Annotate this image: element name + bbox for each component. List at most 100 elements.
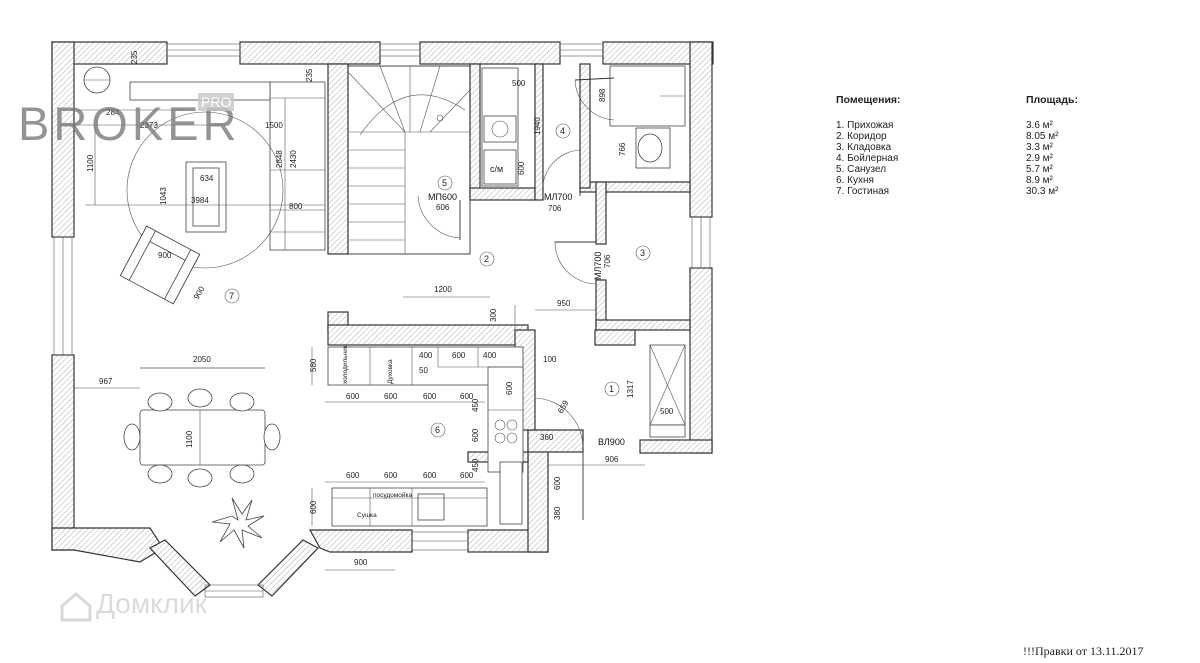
room-marker-1: 1 [604, 381, 620, 397]
legend-area: 5.7 м² [1026, 164, 1053, 175]
staircase [347, 65, 471, 255]
dim-label: 100 [543, 355, 557, 364]
legend-area: 8.05 м² [1026, 131, 1059, 142]
dim-label: 360 [540, 433, 554, 442]
dim-label: 1100 [185, 430, 194, 448]
dim-label: 3984 [191, 196, 209, 205]
dim-label: 898 [598, 88, 607, 102]
dim-label: 1200 [434, 285, 452, 294]
dim-label: 600 [423, 392, 437, 401]
dim-label: 600 [517, 161, 526, 175]
legend-area: 3.3 м² [1026, 142, 1053, 153]
dim-label: 500 [512, 79, 526, 88]
legend-row: 1. Прихожая 3.6 м² [836, 120, 1096, 131]
room-marker-6: 6 [430, 422, 446, 438]
appliance-labels: с/м холодильник Духовка посудомойка Сушк… [342, 164, 503, 519]
dim-label: 600 [384, 471, 398, 480]
dim-label: 284 [106, 108, 120, 117]
dining-table [123, 367, 281, 488]
legend-row: 2. Коридор 8.05 м² [836, 131, 1096, 142]
dim-label: 50 [419, 366, 428, 375]
legend-area: 3.6 м² [1026, 120, 1053, 131]
room-marker-3: 3 [635, 245, 651, 261]
legend-rooms-header: Помещения: [836, 94, 901, 106]
dim-label: 1317 [626, 380, 635, 398]
door-label-vl900: ВЛ900 [598, 437, 625, 447]
washing-machine-label: с/м [490, 164, 503, 174]
dim-label: 300 [489, 308, 498, 322]
legend-area: 30.3 м² [1026, 186, 1059, 197]
house-icon [60, 592, 92, 622]
dim-label: 766 [618, 142, 627, 156]
dim-label: 600 [505, 381, 514, 395]
dim-label: 600 [553, 476, 562, 490]
legend-room: 3. Кладовка [836, 142, 892, 153]
door-label-ml700-vertical: МЛ700 [593, 252, 603, 280]
dim-label: 1043 [159, 187, 168, 205]
dimension-lines [74, 296, 645, 571]
door-labels: МП600 МЛ700 МЛ700 ВЛ900 [428, 192, 625, 447]
door-label-ml700: МЛ700 [544, 192, 572, 202]
dim-label: 600 [460, 392, 474, 401]
dim-label: 380 [553, 506, 562, 520]
legend-room: 4. Бойлерная [836, 153, 899, 164]
room-marker-4: 4 [555, 123, 571, 139]
dim-label: 600 [346, 392, 360, 401]
kitchen-cabinets [327, 346, 524, 527]
broker-pro-badge: PRO [198, 93, 235, 111]
dim-label: 606 [436, 203, 450, 212]
dim-label: 634 [200, 174, 214, 183]
dim-label: 400 [419, 351, 433, 360]
dim-label: 706 [603, 254, 612, 268]
dim-label: 2848 [275, 150, 284, 168]
legend-room: 2. Коридор [836, 131, 887, 142]
legend-room: 5. Санузел [836, 164, 887, 175]
room-marker-2: 2 [479, 251, 495, 267]
dim-label: 500 [660, 407, 674, 416]
dim-label: 600 [452, 351, 466, 360]
legend-row: 7. Гостиная 30.3 м² [836, 186, 1096, 197]
dim-label: 600 [309, 500, 318, 514]
dim-label: 706 [548, 204, 562, 213]
living-room-furniture [60, 66, 326, 305]
revision-note: !!!Правки от 13.11.2017 [1023, 644, 1144, 658]
dishwasher-label: посудомойка [373, 491, 413, 499]
dim-label: 600 [423, 471, 437, 480]
dim-label: 600 [471, 428, 480, 442]
legend-row: 6. Кухня 8.9 м² [836, 175, 1096, 186]
legend-room: 6. Кухня [836, 175, 874, 186]
room-marker-5: 5 [437, 175, 453, 191]
room-markers: 1 2 3 4 5 6 7 [224, 123, 651, 438]
dimension-labels: 235 235 284 2373 1500 1100 634 1043 3984… [86, 50, 674, 567]
outer-walls [51, 41, 714, 597]
legend-area: 2.9 м² [1026, 153, 1053, 164]
legend-row: 5. Санузел 5.7 м² [836, 164, 1096, 175]
dim-label: 2373 [140, 121, 158, 130]
dim-label: 967 [99, 377, 113, 386]
legend-area-header: Площадь: [1026, 94, 1078, 106]
svg-text:6: 6 [435, 425, 440, 435]
door-swings [417, 77, 615, 520]
legend-room: 1. Прихожая [836, 120, 894, 131]
dim-label: 1100 [86, 154, 95, 172]
room-marker-7: 7 [224, 288, 240, 304]
dim-label: 900 [192, 284, 207, 301]
entrance-wardrobe [649, 344, 686, 438]
domclick-watermark: Домклик [96, 588, 207, 619]
dryer-label: Сушка [357, 512, 377, 519]
dim-label: 450 [471, 398, 480, 412]
svg-text:3: 3 [640, 248, 645, 258]
dim-label: 800 [289, 202, 303, 211]
dim-label: 600 [346, 471, 360, 480]
bathroom-fixtures [481, 65, 686, 187]
windows [53, 43, 711, 598]
legend-row: 4. Бойлерная 2.9 м² [836, 153, 1096, 164]
dim-label: 600 [384, 392, 398, 401]
dim-label: 1940 [533, 117, 542, 135]
dim-label: 906 [605, 455, 619, 464]
dim-label: 1500 [265, 121, 283, 130]
dim-label: 900 [158, 251, 172, 260]
svg-text:5: 5 [442, 178, 447, 188]
legend-area: 8.9 м² [1026, 175, 1053, 186]
svg-text:4: 4 [560, 126, 565, 136]
